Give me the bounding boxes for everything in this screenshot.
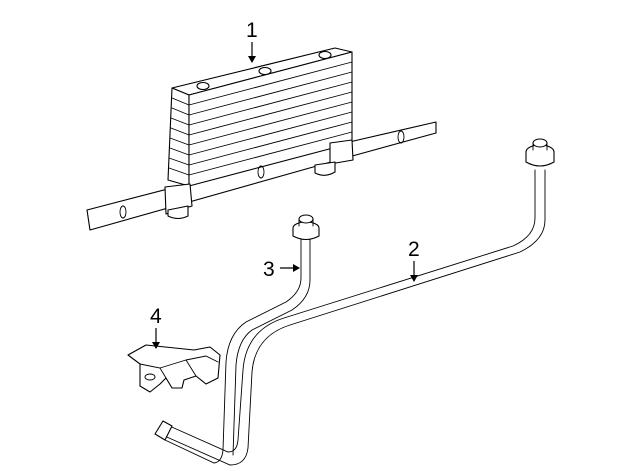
callout-2: 2 xyxy=(408,238,420,282)
cooler-port-2 xyxy=(258,66,272,76)
callout-4-label: 4 xyxy=(150,305,162,328)
tube-3-outer xyxy=(232,237,311,456)
cooler-fins xyxy=(168,61,353,176)
clip-hole xyxy=(144,373,156,381)
tube-2-outer xyxy=(159,169,546,466)
cooler-line-short[interactable] xyxy=(164,214,320,464)
cooler-port-3 xyxy=(318,50,332,60)
cooler-port-1 xyxy=(196,81,210,91)
tube-2-end xyxy=(154,420,173,441)
bracket-slot-left xyxy=(119,205,127,219)
cooler-line-long[interactable] xyxy=(154,138,555,466)
callout-3: 3 xyxy=(263,258,300,281)
cooler-fitting-left xyxy=(167,205,189,220)
callout-1: 1 xyxy=(246,19,258,63)
clip-body xyxy=(127,344,221,393)
tube-2-fitting-top xyxy=(532,138,548,148)
tube-3-fitting-top xyxy=(298,214,314,224)
callout-4: 4 xyxy=(150,305,162,349)
oil-cooler-assembly[interactable] xyxy=(86,47,437,231)
line-clip[interactable] xyxy=(127,344,221,393)
callout-1-label: 1 xyxy=(246,19,258,42)
tube-2-inner xyxy=(164,169,536,453)
cooler-front-slot xyxy=(257,165,265,179)
tube-2-fitting-body xyxy=(525,151,555,167)
callout-3-label: 3 xyxy=(263,258,275,281)
cooler-fitting-right xyxy=(314,161,336,176)
clip-detail-3 xyxy=(185,355,219,363)
bracket-slot-right xyxy=(397,130,405,144)
bracket-clamp-right xyxy=(329,139,354,165)
callout-2-label: 2 xyxy=(408,238,420,261)
tube-3-inner xyxy=(222,237,302,451)
tube-3-fitting-body xyxy=(292,227,320,241)
tube-3-end xyxy=(164,439,224,464)
